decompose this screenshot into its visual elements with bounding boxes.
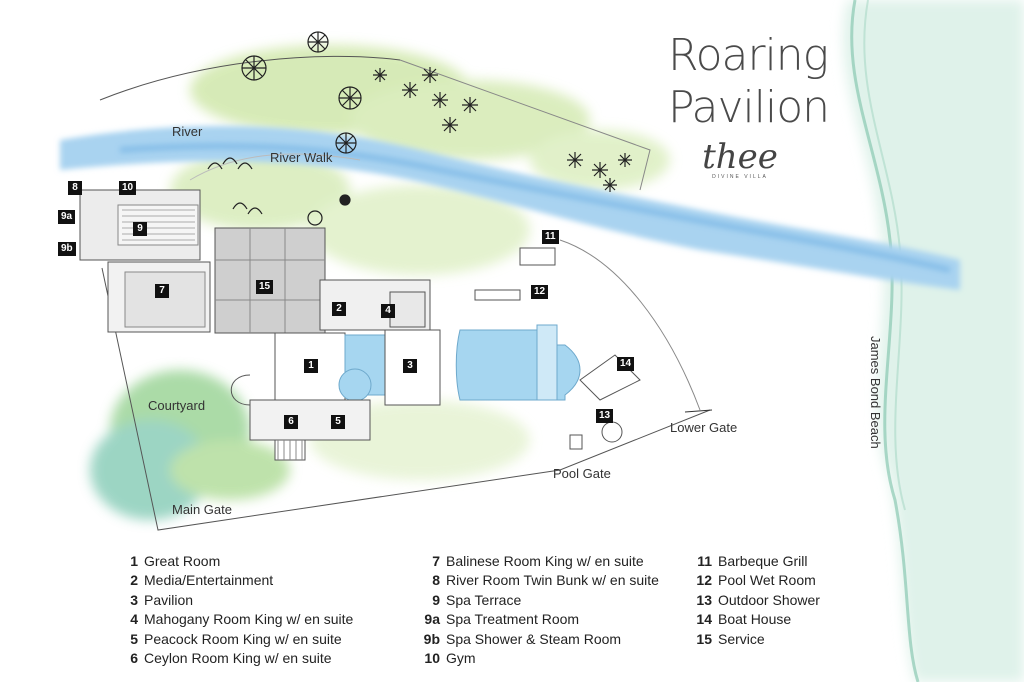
label-beach: James Bond Beach	[868, 336, 883, 449]
trees	[207, 31, 632, 226]
marker-13: 13	[596, 409, 614, 423]
marker-10: 10	[119, 181, 137, 195]
marker-12: 12	[531, 285, 549, 299]
marker-8: 8	[68, 181, 82, 195]
title-line-1: Roaring	[668, 30, 829, 81]
marker-3: 3	[403, 359, 417, 373]
label-river: River	[172, 124, 203, 139]
marker-15: 15	[256, 280, 274, 294]
greenery	[90, 45, 670, 520]
brand-logo: thee DIVINE VILLA	[700, 140, 780, 180]
marker-11: 11	[542, 230, 559, 244]
label-river-walk: River Walk	[270, 150, 333, 165]
marker-9a: 9a	[58, 210, 76, 224]
marker-5: 5	[331, 415, 345, 429]
marker-4: 4	[381, 304, 395, 318]
label-courtyard: Courtyard	[148, 398, 206, 413]
marker-9: 9	[133, 222, 147, 236]
brand-tagline: DIVINE VILLA	[712, 174, 768, 180]
marker-9b: 9b	[58, 242, 76, 256]
label-main-gate: Main Gate	[172, 502, 232, 517]
river	[60, 126, 960, 290]
marker-1: 1	[304, 359, 318, 373]
marker-2: 2	[332, 302, 346, 316]
marker-14: 14	[617, 357, 635, 371]
property-boundary	[99, 55, 711, 531]
marker-6: 6	[284, 415, 298, 429]
brand-name: thee	[702, 137, 778, 177]
title-line-2: Pavilion	[668, 82, 830, 133]
marker-7: 7	[155, 284, 169, 298]
label-pool-gate: Pool Gate	[553, 466, 611, 481]
shoreline	[843, 0, 1024, 682]
map-title: Roaring Pavilion	[668, 30, 830, 134]
label-lower-gate: Lower Gate	[670, 420, 738, 435]
